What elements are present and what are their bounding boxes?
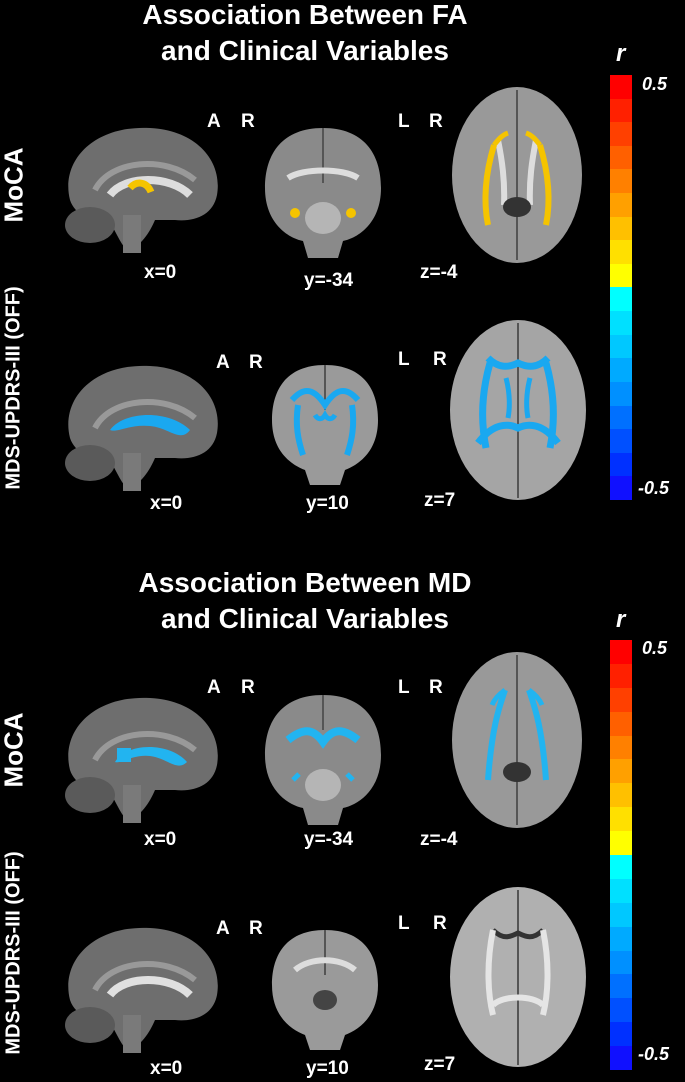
colorbar-segment — [610, 878, 632, 903]
colorbar-segment — [610, 145, 632, 170]
panel2-row1-x-coord: x=0 — [144, 829, 177, 850]
colorbar-segment — [610, 405, 632, 430]
panel2-row1-sag-A: A — [207, 677, 221, 698]
panel1-colorbar-symbol: r — [616, 40, 626, 67]
panel2-row1-cor-L: L — [398, 677, 410, 698]
colorbar-segment — [610, 358, 632, 382]
panel2-colorbar-max: 0.5 — [642, 638, 668, 658]
panel2-colorbar-min: -0.5 — [638, 1044, 670, 1064]
panel2-title-line1: Association Between MD — [138, 567, 472, 598]
panel1-title-line2: and Clinical Variables — [161, 35, 449, 66]
colorbar-segment — [610, 759, 632, 784]
panel1-row2-variable: MDS-UPDRS-III (OFF) — [2, 286, 25, 490]
colorbar-segment — [610, 216, 632, 241]
panel1-row1-axial-slice — [452, 87, 582, 263]
colorbar-segment — [610, 1046, 632, 1071]
colorbar-segment — [610, 381, 632, 406]
panel2-row2-cor-R: R — [249, 918, 263, 939]
panel1-row2-cor-R: R — [249, 352, 263, 373]
colorbar-segment — [610, 169, 632, 194]
panel1-row1-sag-A: A — [207, 111, 221, 132]
panel2-row2-cor-L: L — [398, 913, 410, 934]
panel1-row2-z-coord: z=7 — [424, 490, 456, 511]
panel2-colorbar-symbol: r — [616, 606, 626, 633]
panel1-row1-sagittal-overlay — [127, 179, 155, 194]
colorbar-segment — [610, 98, 632, 123]
panel1-row1-cor-R: R — [241, 111, 255, 132]
panel1-row1-z-coord: z=-4 — [420, 262, 458, 283]
colorbar-segment — [610, 902, 632, 927]
panel2-row2-axial-slice — [450, 887, 586, 1067]
colorbar-segment — [610, 807, 632, 832]
panel1-row1-y-coord: y=-34 — [304, 270, 354, 291]
panel1-title-line1: Association Between FA — [142, 0, 468, 30]
panel2-row1-ax-R: R — [429, 677, 443, 698]
colorbar-segment — [610, 240, 632, 264]
colorbar-segment — [610, 287, 632, 312]
panel1-row1-sagittal-slice — [65, 127, 218, 253]
panel1-row2-sagittal-slice — [65, 365, 218, 491]
panel2-row1-axial-slice — [452, 652, 582, 828]
colorbar-segment — [610, 831, 632, 856]
panel2-row1-cor-R: R — [241, 677, 255, 698]
panel2-colorbar — [610, 640, 632, 1071]
colorbar-segment — [610, 783, 632, 808]
panel1-row2-cor-L: L — [398, 349, 410, 370]
panel2-row2-variable: MDS-UPDRS-III (OFF) — [2, 851, 25, 1055]
panel2-row2-sagittal-slice — [65, 927, 218, 1053]
panel1-row2-ax-R: R — [433, 349, 447, 370]
colorbar-segment — [610, 711, 632, 736]
colorbar-segment — [610, 193, 632, 217]
panel1-row2-axial-slice — [450, 320, 586, 500]
panel2-row1-y-coord: y=-34 — [304, 829, 354, 850]
panel2-row2-z-coord: z=7 — [424, 1054, 456, 1075]
colorbar-segment — [610, 974, 632, 999]
panel2-row2-y-coord: y=10 — [306, 1058, 349, 1079]
panel2-row2-sag-A: A — [216, 918, 230, 939]
colorbar-segment — [610, 1022, 632, 1047]
panel1-row2-y-coord: y=10 — [306, 493, 349, 514]
colorbar-segment — [610, 926, 632, 951]
panel1-row2-sag-A: A — [216, 352, 230, 373]
colorbar-segment — [610, 640, 632, 664]
colorbar-segment — [610, 75, 632, 99]
colorbar-segment — [610, 735, 632, 760]
panel1-row1-ax-R: R — [429, 111, 443, 132]
panel1-row2-x-coord: x=0 — [150, 493, 183, 514]
colorbar-segment — [610, 855, 632, 879]
panel2-row1-z-coord: z=-4 — [420, 829, 458, 850]
panel1-row1-variable: MoCA — [0, 147, 29, 223]
colorbar-segment — [610, 452, 632, 477]
panel2-row1-sagittal-slice — [65, 697, 218, 823]
panel2-row1-variable: MoCA — [0, 712, 29, 788]
panel2-row2-ax-R: R — [433, 913, 447, 934]
panel1-row1-coronal-slice — [265, 128, 381, 258]
colorbar-segment — [610, 311, 632, 335]
panel1-colorbar-max: 0.5 — [642, 74, 668, 94]
colorbar-segment — [610, 687, 632, 712]
panel1-row2-coronal-slice — [272, 365, 378, 485]
panel1-row1-cor-L: L — [398, 111, 410, 132]
colorbar-segment — [610, 998, 632, 1023]
colorbar-segment — [610, 476, 632, 500]
panel1-colorbar — [610, 75, 632, 500]
colorbar-segment — [610, 429, 632, 453]
panel2-row2-x-coord: x=0 — [150, 1058, 183, 1079]
colorbar-segment — [610, 663, 632, 688]
panel2-row2-coronal-slice — [272, 930, 378, 1050]
colorbar-segment — [610, 334, 632, 359]
panel2-row1-coronal-slice — [265, 695, 381, 825]
colorbar-segment — [610, 263, 632, 288]
panel2-title-line2: and Clinical Variables — [161, 603, 449, 634]
colorbar-segment — [610, 122, 632, 146]
colorbar-segment — [610, 950, 632, 975]
panel1-row1-x-coord: x=0 — [144, 262, 177, 283]
panel1-colorbar-min: -0.5 — [638, 478, 670, 498]
